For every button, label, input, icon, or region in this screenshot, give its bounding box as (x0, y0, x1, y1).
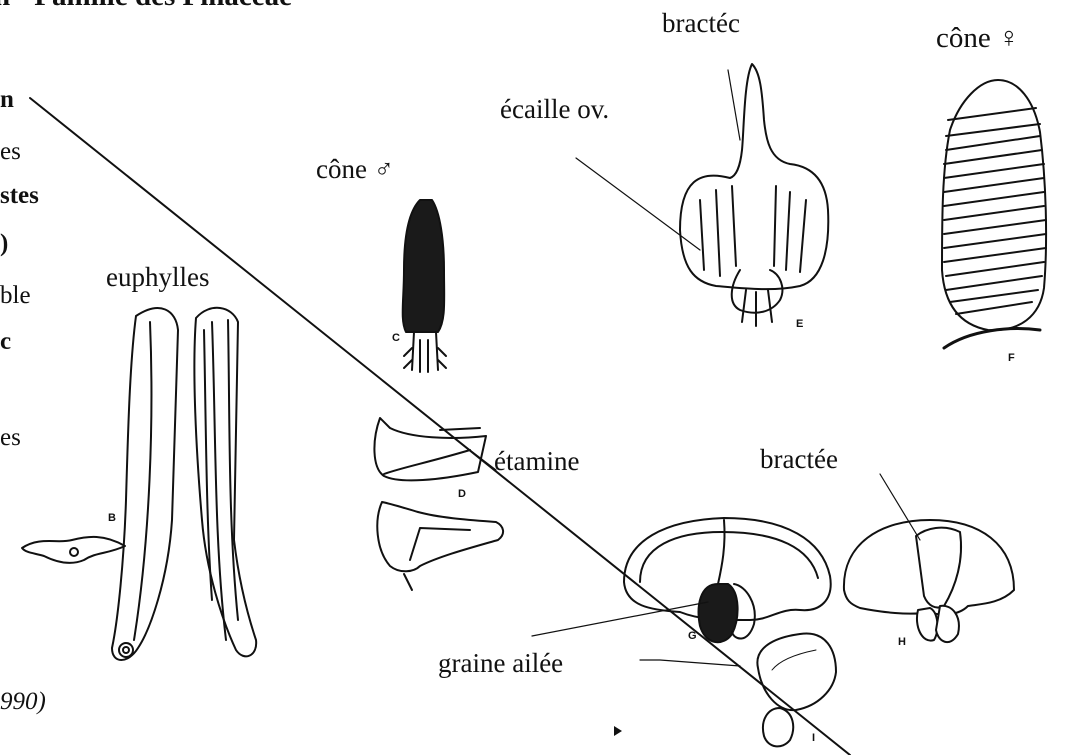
figure-letter-h: H (898, 636, 906, 648)
label-graine: graine ailée (438, 648, 563, 679)
left-text-line-6: c (0, 328, 11, 356)
label-etamine: étamine (494, 446, 579, 477)
figure-letter-c: C (392, 332, 400, 344)
euphylle-left-drawing (112, 308, 178, 660)
label-bractee-top: bractéc (662, 8, 740, 39)
citation-fragment: 990) (0, 688, 46, 716)
label-euphylles: euphylles (106, 262, 209, 293)
left-text-line-3: stes (0, 182, 39, 210)
figure-letter-e: E (796, 318, 803, 330)
figure-letter-g: G (688, 630, 697, 642)
label-cone-female: cône ♀ (936, 22, 1020, 55)
left-text-line-1: n (0, 86, 14, 114)
left-text-line-2: es (0, 138, 21, 166)
scale-bract-drawing (680, 64, 828, 326)
label-cone-male: cône ♂ (316, 154, 394, 185)
female-cone-drawing (942, 80, 1046, 348)
arrow-marker (614, 726, 622, 736)
male-cone-drawing (403, 200, 446, 372)
label-bractee-mid: bractée (760, 444, 838, 475)
scale-with-seeds-drawing (624, 518, 831, 642)
label-ecaille: écaille ov. (500, 94, 609, 125)
page-title: n - Famille des Pinaceae (0, 0, 292, 13)
left-text-line-7: es (0, 424, 21, 452)
scale-with-bract-drawing (844, 520, 1014, 642)
left-text-line-5: ble (0, 282, 31, 310)
figure-letter-d: D (458, 488, 466, 500)
figure-letter-b: B (108, 512, 116, 524)
stamen-drawing (374, 418, 503, 590)
euphylle-right-drawing (194, 308, 256, 657)
figure-letter-i: I (812, 732, 815, 744)
left-text-line-4: ) (0, 230, 8, 258)
figure-letter-f: F (1008, 352, 1015, 364)
needle-section-drawing (22, 537, 125, 563)
